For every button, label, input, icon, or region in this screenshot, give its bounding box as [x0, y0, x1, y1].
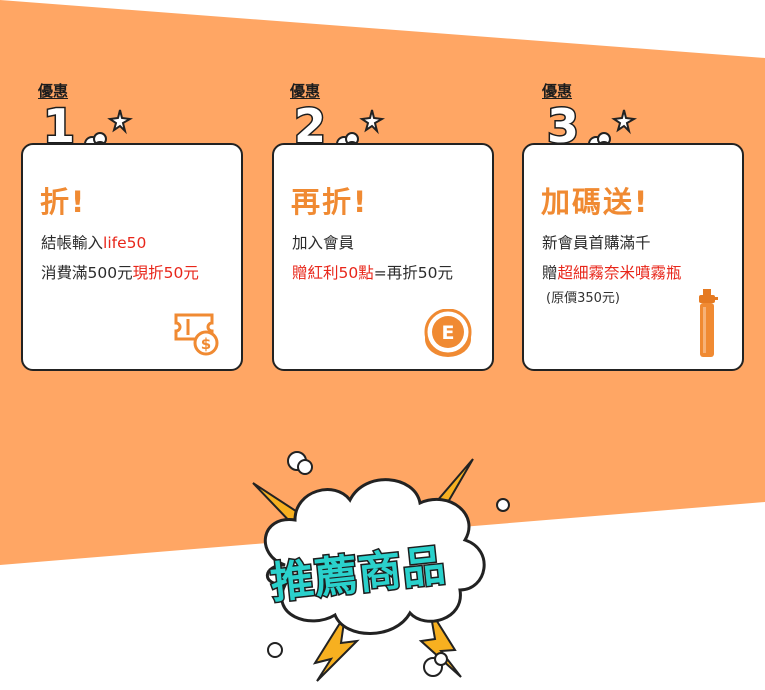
offer-1-line-1-text: 結帳輸入 — [41, 234, 104, 252]
offer-1-tag: 優惠 — [38, 82, 69, 100]
coupon-dollar-icon: $ — [174, 313, 219, 356]
offer-3-title: 加碼送! — [541, 185, 650, 219]
offer-3-line-2: 贈超細霧奈米噴霧瓶 — [542, 261, 682, 283]
offer-3-line-2-text: 贈 — [542, 264, 558, 282]
offer-3-gift: 超細霧奈米噴霧瓶 — [557, 264, 682, 282]
offer-1-line-2: 消費滿500元現折50元 — [41, 261, 199, 283]
offer-2-title: 再折! — [291, 185, 369, 219]
offer-card-2: 再折! 加入會員 贈紅利50點=再折50元 E — [272, 143, 494, 371]
offer-1-title: 折! — [40, 185, 87, 219]
offer-1-code: life50 — [103, 234, 147, 252]
offer-3-line-1: 新會員首購滿千 — [542, 234, 651, 252]
spray-bottle-icon — [699, 289, 718, 357]
offer-1-line-1: 結帳輸入life50 — [41, 231, 146, 253]
offer-card-3: 加碼送! 新會員首購滿千 贈超細霧奈米噴霧瓶 (原價350元) — [522, 143, 744, 371]
offer-1-line-2-text: 消費滿500元 — [41, 264, 133, 282]
offer-2-line-2: 贈紅利50點=再折50元 — [292, 261, 453, 283]
comic-explosion-icon — [252, 451, 510, 682]
offer-2-tag: 優惠 — [290, 82, 321, 100]
svg-text:$: $ — [201, 335, 211, 353]
offer-card-1: 折! 結帳輸入life50 消費滿500元現折50元 $ — [21, 143, 243, 371]
offer-3-tag: 優惠 — [542, 82, 573, 100]
offer-2-line-2-text: =再折50元 — [373, 264, 453, 282]
offer-2-line-1: 加入會員 — [292, 234, 355, 252]
e-coin-icon: E — [424, 309, 472, 357]
svg-text:E: E — [442, 322, 455, 344]
offer-2-bonus: 贈紅利50點 — [292, 264, 374, 282]
offer-1-discount: 現折50元 — [132, 264, 199, 282]
offer-3-original-price: (原價350元) — [546, 291, 620, 306]
